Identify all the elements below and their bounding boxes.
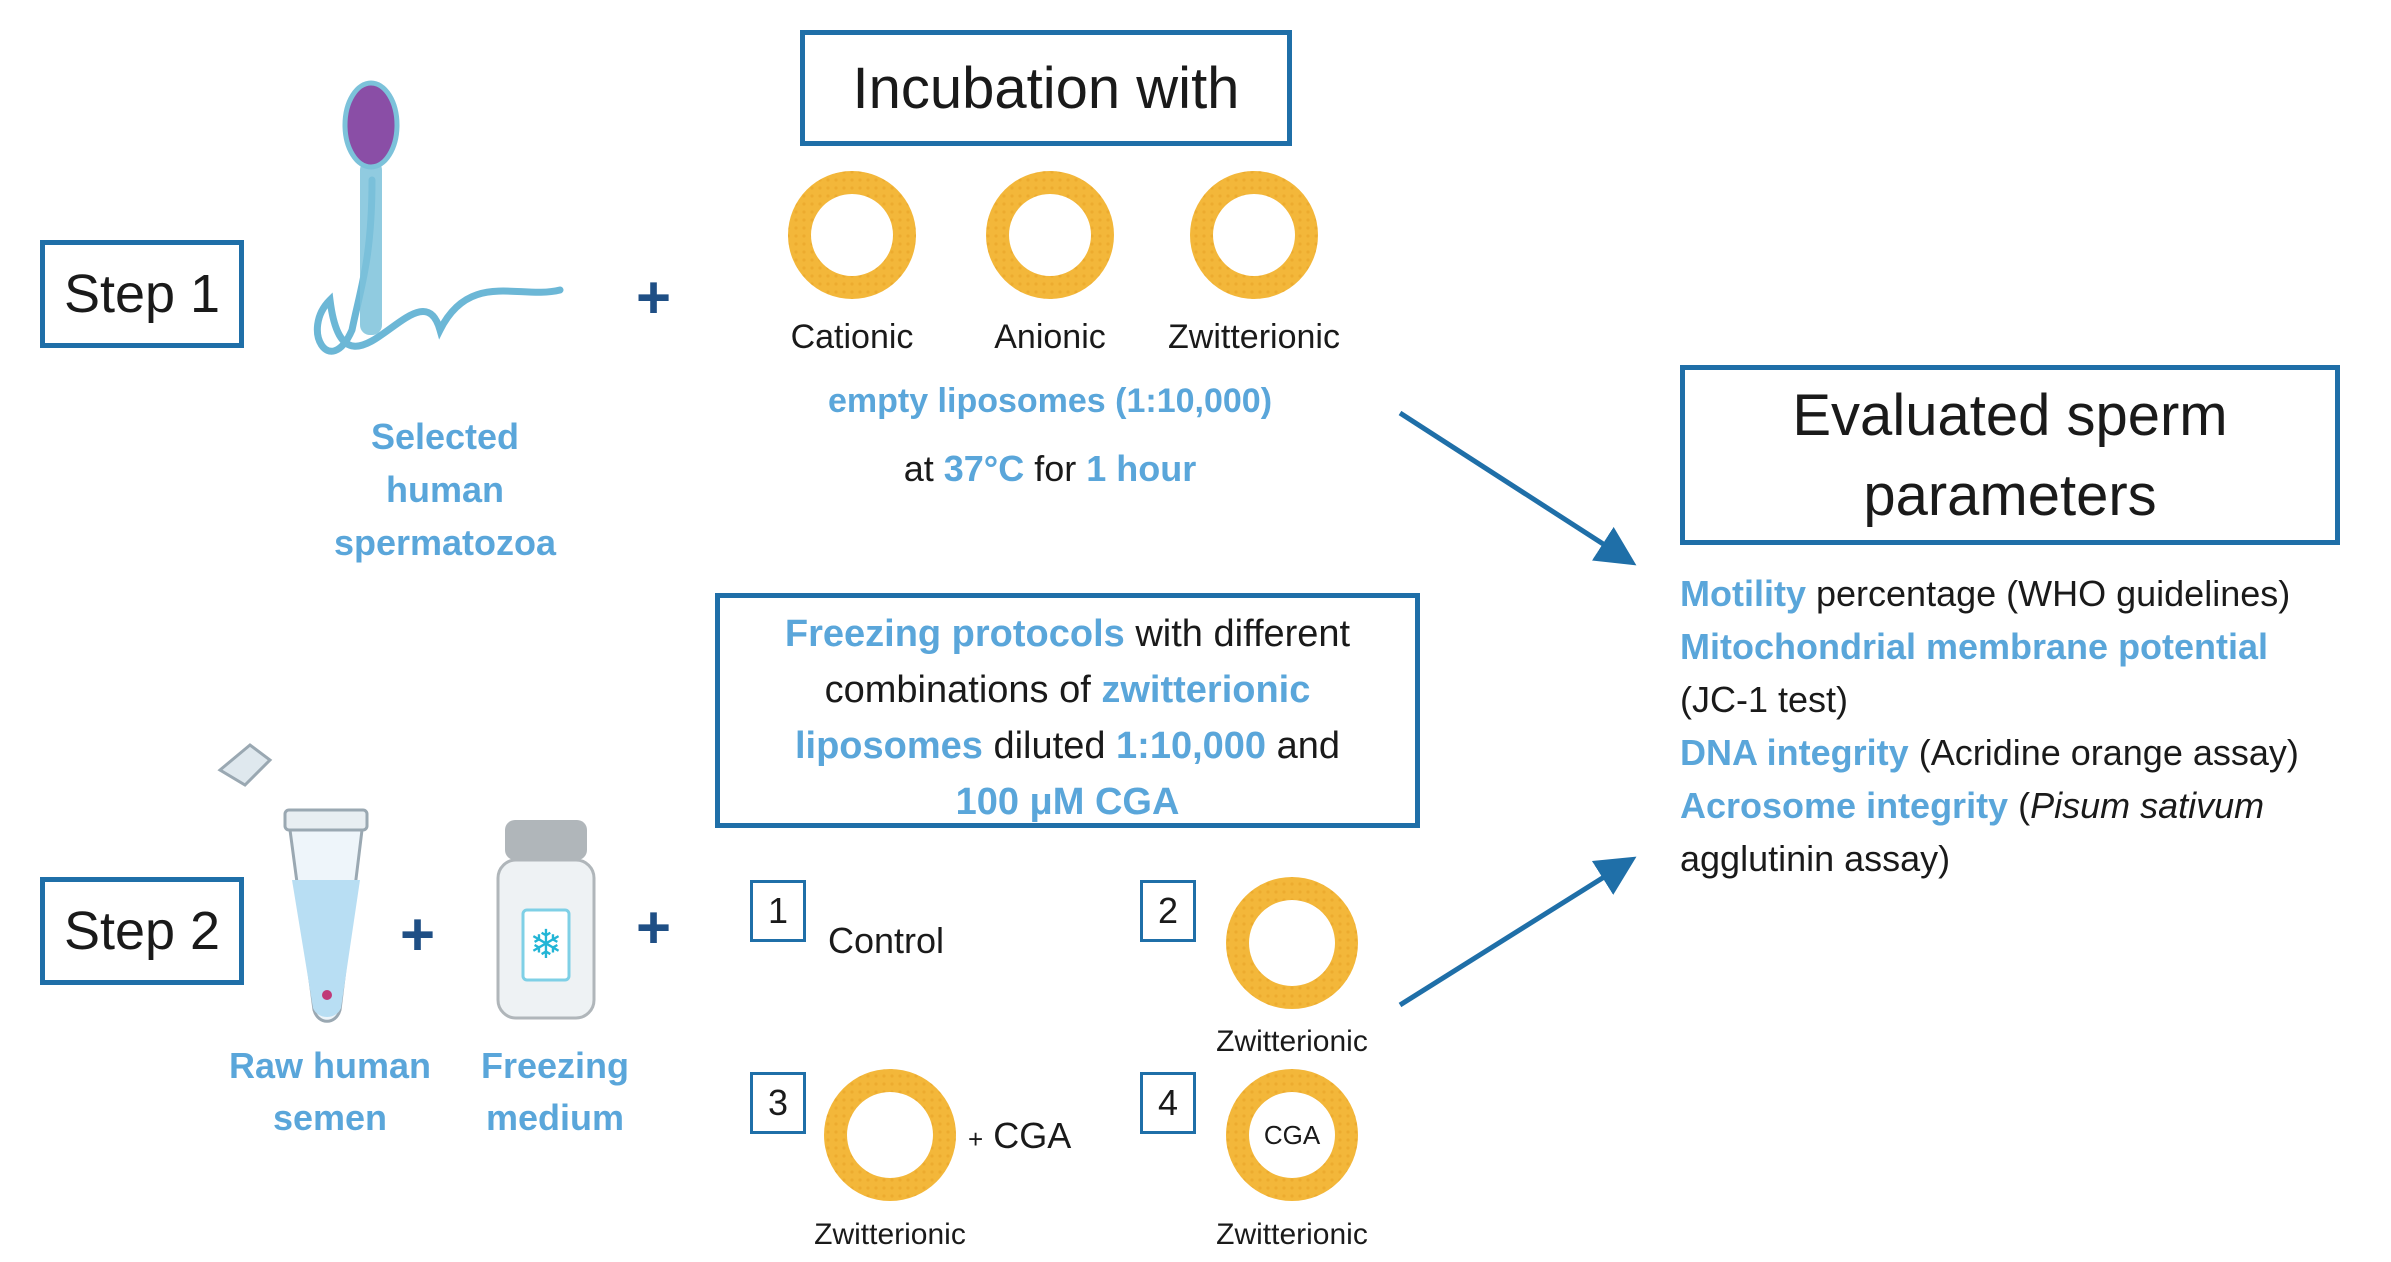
step2-box: Step 2 [40, 877, 244, 985]
semen-tube-icon [217, 743, 369, 1023]
evaluated-title-line2: parameters [1863, 463, 2157, 528]
protocol3-number: 3 [750, 1072, 806, 1134]
protocol4-liposome-label: Zwitterionic [1216, 1218, 1368, 1251]
arrow-step2-to-evaluation [1398, 856, 1637, 1008]
sperm-label: Selected human spermatozoa [333, 416, 557, 563]
protocol2-liposome-label: Zwitterionic [1216, 1025, 1368, 1058]
evaluated-title-line1: Evaluated sperm [1792, 383, 2228, 448]
param-mitochondrial: Mitochondrial membrane potential [1680, 626, 2269, 667]
protocol3-liposome-icon [824, 1069, 956, 1201]
zwitterionic-label: Zwitterionic [1168, 318, 1340, 356]
protocol4-cga-inner-label: CGA [1263, 1120, 1321, 1150]
semen-label: Raw human semen [228, 1045, 432, 1138]
plus-icon: + [400, 901, 436, 968]
step2-label: Step 2 [63, 901, 221, 961]
protocol3-cga-label: + CGA [968, 1115, 1072, 1156]
incubation-conditions: at 37°C for 1 hour [903, 448, 1197, 489]
plus-icon: + [636, 894, 672, 961]
protocol4-liposome-icon [1226, 1069, 1358, 1201]
sperm-icon [313, 80, 564, 355]
param-acrosome: Acrosome integrity (Pisum sativum [1680, 785, 2265, 826]
anionic-label: Anionic [994, 318, 1106, 356]
evaluated-params-list: Motility percentage (WHO guidelines) Mit… [1680, 567, 2380, 885]
step1-box: Step 1 [40, 240, 244, 348]
evaluated-params-title-box: Evaluated sperm parameters [1680, 365, 2340, 545]
param-agglutinin: agglutinin assay) [1680, 838, 1951, 879]
empty-liposomes-label: empty liposomes (1:10,000) [827, 382, 1273, 420]
anionic-liposome-icon [986, 171, 1114, 299]
protocol3-liposome-label: Zwitterionic [814, 1218, 966, 1251]
control-label: Control [828, 920, 945, 961]
step1-label: Step 1 [63, 264, 221, 324]
cationic-liposome-icon [788, 171, 916, 299]
freezing-medium-bottle-icon: ❄ [496, 820, 596, 1020]
protocol4-number: 4 [1140, 1072, 1196, 1134]
protocol1-number: 1 [750, 880, 806, 942]
cationic-label: Cationic [790, 318, 914, 356]
param-jc1: (JC-1 test) [1680, 679, 1849, 720]
plus-icon: + [636, 264, 672, 331]
param-dna: DNA integrity (Acridine orange assay) [1680, 732, 2299, 773]
arrow-step1-to-evaluation [1398, 410, 1637, 566]
freezing-protocols-box: Freezing protocols with different combin… [715, 593, 1420, 828]
incubation-title: Incubation with [852, 55, 1240, 121]
medium-label: Freezing medium [480, 1045, 630, 1138]
protocol2-number: 2 [1140, 880, 1196, 942]
protocol2-liposome-icon [1226, 877, 1358, 1009]
svg-text:❄: ❄ [529, 922, 563, 968]
param-motility: Motility percentage (WHO guidelines) [1680, 573, 2291, 614]
incubation-title-box: Incubation with [800, 30, 1292, 146]
zwitterionic-liposome-icon [1190, 171, 1318, 299]
